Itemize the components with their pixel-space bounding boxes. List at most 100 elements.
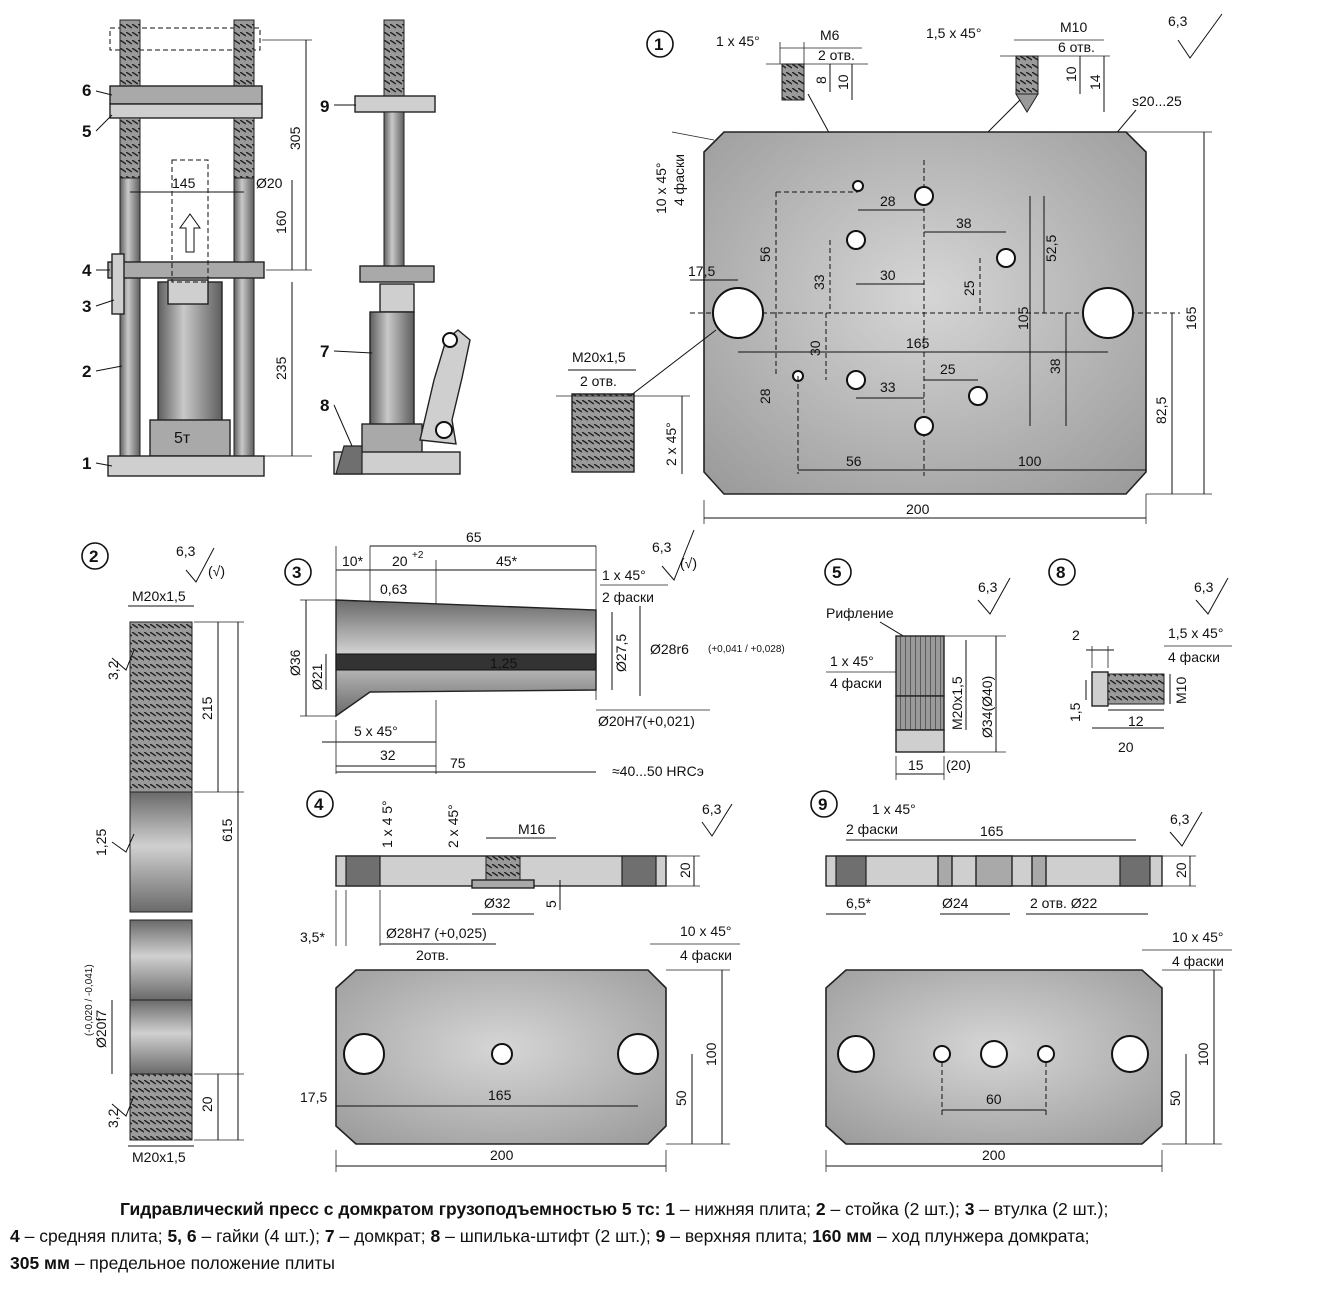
dim-160: 160	[273, 210, 289, 234]
part-2-roughness-note: (√)	[208, 563, 225, 579]
caption-num-9: 9	[655, 1226, 666, 1246]
figure-caption: Гидравлический пресс с домкратом грузопо…	[10, 1196, 1322, 1277]
bp-dim-30b: 30	[807, 340, 823, 356]
mp-thread: M16	[518, 821, 545, 837]
sleeve-chamfer-5x45: 5 x 45°	[354, 723, 398, 739]
m10-depth-10: 10	[1063, 66, 1079, 82]
sleeve-dim-d20h7: Ø20H7(+0,021)	[598, 713, 695, 729]
caption-num-160: 160 мм	[812, 1226, 873, 1246]
callout-2: 2	[82, 362, 91, 381]
mp-dim-d28: Ø28H7 (+0,025)	[386, 925, 487, 941]
sleeve-chamfer-line1: 1 x 45°	[602, 567, 646, 583]
caption-text-7: – домкрат;	[334, 1226, 431, 1246]
caption-num-8: 8	[430, 1226, 441, 1246]
sleeve-chamfer-line2: 2 фаски	[602, 589, 654, 605]
tp-corner-chamfer-line1: 10 x 45°	[1172, 929, 1224, 945]
caption-text-3: – втулка (2 шт.);	[974, 1199, 1109, 1219]
sleeve-dim-10: 10*	[342, 553, 364, 569]
mp-dim-50: 50	[673, 1090, 689, 1106]
bp-dim-100: 100	[1018, 453, 1042, 469]
m20-count: 2 отв.	[580, 373, 617, 389]
m10-depth-14: 14	[1087, 74, 1103, 90]
mp-dim-100: 100	[703, 1042, 719, 1066]
jack-capacity-label: 5т	[174, 430, 191, 447]
sleeve-dim-32: 32	[380, 747, 396, 763]
part-9-roughness: 6,3	[1170, 811, 1190, 827]
tp-dim-165: 165	[980, 823, 1004, 839]
caption-num-1: 1	[665, 1199, 676, 1219]
rod-roughness-1-25: 1,25	[93, 829, 109, 856]
mp-dim-17-5: 17,5	[300, 1089, 327, 1105]
rod-thread-top: M20x1,5	[132, 588, 186, 604]
sleeve-dim-20: 20	[392, 553, 408, 569]
rod-fit-tolerance: (-0,020 / -0,041)	[84, 964, 95, 1036]
caption-num-305: 305 мм	[10, 1253, 70, 1273]
caption-num-5-6: 5, 6	[167, 1226, 197, 1246]
pin-dim-1-5: 1,5	[1067, 702, 1083, 722]
rod-thread-bottom: M20x1,5	[132, 1149, 186, 1165]
callout-1: 1	[82, 454, 91, 473]
pin-chamfer-line1: 1,5 x 45°	[1168, 625, 1223, 641]
callout-8: 8	[320, 396, 329, 415]
m6-depth-10: 10	[835, 74, 851, 90]
part-2-rod: 2 6,3 (√) M20x1,5 215 615 20 3,2 1,25 Ø2…	[81, 542, 244, 1165]
caption-num-3: 3	[964, 1199, 975, 1219]
rod-roughness-3-2a: 3,2	[105, 660, 121, 680]
rod-fit: Ø20f7	[93, 1010, 109, 1048]
sleeve-roughness-0-63: 0,63	[380, 581, 407, 597]
tp-chamfer-line2: 2 фаски	[846, 821, 898, 837]
caption-text-305: – предельное положение плиты	[69, 1253, 335, 1273]
caption-num-4: 4	[10, 1226, 20, 1246]
tp-dim-d22: 2 отв. Ø22	[1030, 895, 1097, 911]
callout-6: 6	[82, 81, 91, 100]
plate-thickness: s20...25	[1132, 93, 1182, 109]
bp-dim-56: 56	[757, 246, 773, 262]
mp-dim-d32: Ø32	[484, 895, 511, 911]
tp-dim-100: 100	[1195, 1042, 1211, 1066]
part-3-number: 3	[292, 563, 301, 582]
bp-dim-25a: 25	[961, 280, 977, 296]
part-1-base-plate: 1 6,3 1 x 45° M6 2 отв. 8 10 1,5 x 45° M…	[556, 13, 1223, 524]
nut-thread: M20x1,5	[949, 676, 965, 730]
bp-dim-33a: 33	[811, 274, 827, 290]
callout-3: 3	[82, 297, 91, 316]
sleeve-dim-20-tol: +2	[412, 550, 424, 561]
rod-dim-20: 20	[199, 1096, 215, 1112]
part-1-number: 1	[654, 35, 663, 54]
tp-dim-6-5: 6,5*	[846, 895, 871, 911]
assembly-side-view: 9 7 8	[320, 19, 471, 475]
part-3-roughness: 6,3	[652, 539, 672, 555]
technical-drawing-sheet: 5т 6 5 4 3 2 1 305 160 235 145 Ø20	[81, 13, 1232, 1172]
tp-dim-d24: Ø24	[942, 895, 969, 911]
bp-dim-28a: 28	[880, 193, 896, 209]
assembly-front-view: 5т 6 5 4 3 2 1 305 160 235 145 Ø20	[82, 19, 312, 477]
tp-dim-50: 50	[1167, 1090, 1183, 1106]
part-2-number: 2	[89, 547, 98, 566]
mp-chamfer-b: 2 x 45°	[445, 804, 461, 848]
m10-size: M10	[1060, 19, 1087, 35]
m10-count: 6 отв.	[1058, 39, 1095, 55]
bp-dim-56b: 56	[846, 453, 862, 469]
rod-dim-615: 615	[219, 818, 235, 842]
part-8-number: 8	[1056, 563, 1065, 582]
nut-chamfer-line1: 1 x 45°	[830, 653, 874, 669]
bp-dim-105: 105	[1015, 306, 1031, 330]
caption-num-7: 7	[324, 1226, 335, 1246]
m6-size: M6	[820, 27, 840, 43]
part-1-roughness: 6,3	[1168, 13, 1188, 29]
mp-corner-chamfer-line2: 4 фаски	[680, 947, 732, 963]
mp-dim-20: 20	[677, 862, 693, 878]
part-9-top-plate: 9 6,3 1 x 45° 2 фаски 165 20 6,5* Ø24 2 …	[810, 790, 1232, 1172]
bp-dim-30a: 30	[880, 267, 896, 283]
pin-dim-12: 12	[1128, 713, 1144, 729]
m20-chamfer: 2 x 45°	[663, 422, 679, 466]
mp-two-holes: 2отв.	[416, 947, 449, 963]
mp-dim-165: 165	[488, 1087, 512, 1103]
mp-dim-3-5: 3,5*	[300, 929, 325, 945]
dim-d20: Ø20	[256, 175, 283, 191]
sleeve-roughness-1-25: 1,25	[490, 655, 517, 671]
part-4-roughness: 6,3	[702, 801, 722, 817]
bp-dim-25b: 25	[940, 361, 956, 377]
part-5-number: 5	[832, 563, 841, 582]
caption-text-160: – ход плунжера домкрата;	[872, 1226, 1090, 1246]
